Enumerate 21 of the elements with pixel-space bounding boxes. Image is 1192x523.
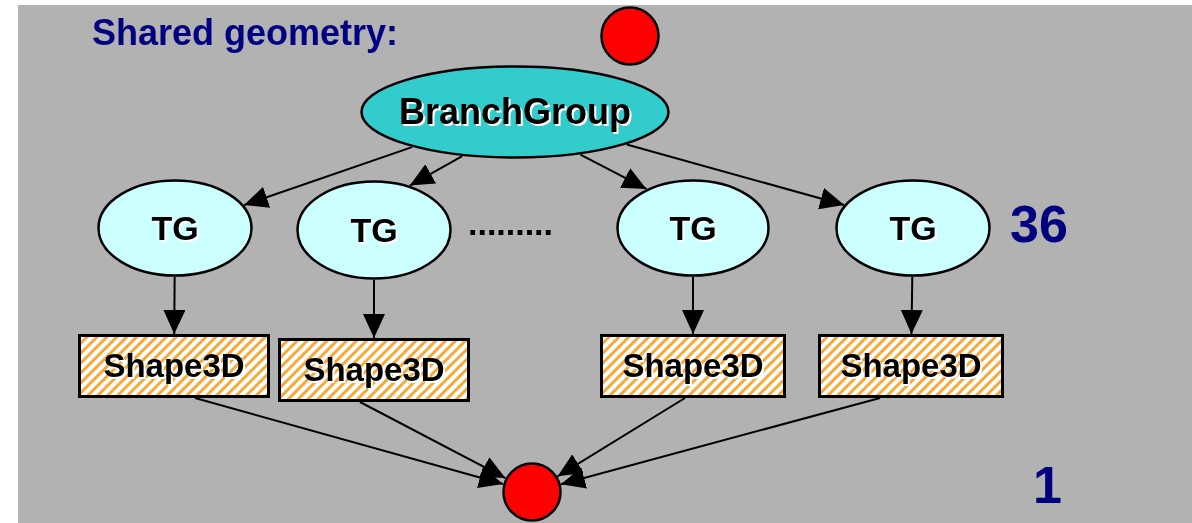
arrow [408, 155, 464, 187]
node-label: BranchGroup [399, 91, 631, 133]
node-label: TG [669, 208, 717, 248]
arrow [625, 143, 846, 210]
arrow [163, 276, 186, 335]
arrow [242, 146, 414, 208]
arrow [579, 153, 648, 190]
node-label: TG [889, 208, 937, 248]
count-label: 36 [1010, 194, 1068, 254]
arrow [556, 397, 686, 478]
ellipsis-text: ......... [468, 204, 554, 243]
heading: Shared geometry: [92, 12, 399, 54]
arrow [682, 276, 704, 335]
arrow [194, 397, 505, 489]
node-label: TG [151, 208, 199, 248]
node-label: TG [350, 210, 398, 250]
count-label: 1 [1033, 455, 1062, 515]
arrow [363, 279, 385, 339]
arrow [900, 276, 923, 335]
arrow [559, 397, 881, 489]
arrow [359, 401, 507, 480]
